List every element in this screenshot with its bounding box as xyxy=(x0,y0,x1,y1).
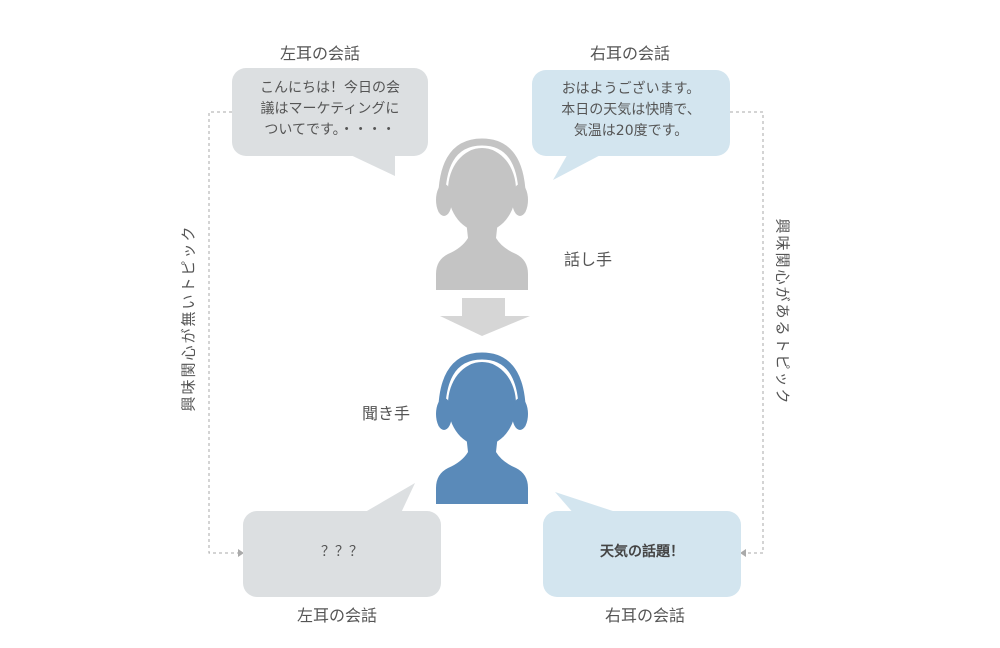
bubble-line: 議はマーケティングに xyxy=(260,101,400,117)
arrowhead-right xyxy=(740,549,746,557)
top-left-bubble-text: こんにちは！今日の会 議はマーケティングに ついてです。・・・・ xyxy=(232,78,428,141)
speaker-label: 話し手 xyxy=(563,250,613,269)
top-right-label: 右耳の会話 xyxy=(589,44,671,63)
bottom-left-label: 左耳の会話 xyxy=(296,606,378,625)
dashed-connector-right xyxy=(730,111,764,554)
dashed-connector-left xyxy=(208,111,238,554)
bubble-line: 気温は20度です。 xyxy=(573,123,689,139)
listener-icon xyxy=(436,352,528,504)
bottom-left-bubble-text: ？？？ xyxy=(321,544,363,560)
uninterested-topic-label: 興味関心が無いトピック xyxy=(179,224,198,412)
bubble-line: おはようございます。 xyxy=(561,81,701,97)
top-right-bubble-text: おはようございます。 本日の天気は快晴で、 気温は20度です。 xyxy=(532,79,730,142)
top-left-label: 左耳の会話 xyxy=(279,44,361,63)
bottom-left-bubble xyxy=(243,483,441,597)
bubble-line: 本日の天気は快晴で、 xyxy=(561,102,701,118)
bottom-right-label: 右耳の会話 xyxy=(604,606,686,625)
bottom-right-bubble-text: 天気の話題！ xyxy=(600,544,684,560)
bottom-right-bubble xyxy=(543,492,741,597)
arrowhead-left xyxy=(238,549,244,557)
bubble-line: こんにちは！今日の会 xyxy=(260,80,400,96)
top-right-bubble xyxy=(532,70,730,180)
listener-label: 聞き手 xyxy=(361,404,411,423)
interested-topic-label: 興味関心があるトピック xyxy=(773,218,792,406)
top-left-bubble xyxy=(232,68,428,176)
bubble-line: ついてです。・・・・ xyxy=(264,122,396,138)
down-arrow-icon xyxy=(440,298,530,336)
speaker-icon xyxy=(436,138,528,290)
